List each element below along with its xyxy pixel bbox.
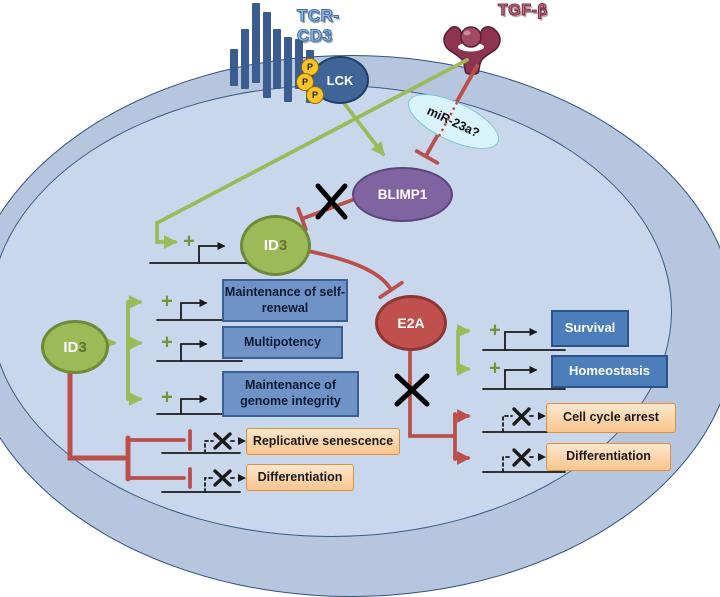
tcr-cd3-receptor-bars [230, 3, 314, 103]
plus-icon: + [489, 357, 501, 380]
blimp1-id3-blocked-x-icon [315, 183, 348, 220]
phospho-badge: P [301, 58, 319, 76]
differentiation-right-blocked-glyph [482, 448, 566, 473]
id3-label-suffix: 3 [78, 338, 87, 356]
e2a-blocked-stem [408, 343, 454, 438]
outcome-box-multipotency: Multipotency [222, 326, 343, 359]
tgf-to-id3-arrow [155, 58, 469, 249]
node-e2a: E2A [375, 295, 447, 351]
tgf-beta-receptor-icon [443, 26, 501, 75]
outcome-box-differentiation-right: Differentiation [546, 443, 671, 471]
plus-icon: + [161, 386, 173, 409]
id3-label-suffix: 3 [278, 237, 288, 254]
phospho-badge: P [306, 86, 324, 104]
activation-lines [102, 58, 471, 406]
gene-activation-glyphs [149, 241, 566, 415]
e2a-output-blocked-x-icon [394, 373, 430, 407]
id3-label-prefix: ID [263, 237, 279, 254]
outcome-box-cell-cycle-arrest: Cell cycle arrest [546, 403, 676, 433]
gene-blocked-glyphs [161, 407, 566, 493]
plus-icon: + [161, 331, 173, 354]
outcome-box-genome-integrity: Maintenance of genome integrity [222, 371, 359, 417]
blocked-x-marks [315, 183, 430, 407]
tcr-label-line1: TCR- [296, 5, 340, 25]
multipotency-gene-glyph [156, 339, 243, 362]
node-blimp1: BLIMP1 [352, 167, 453, 222]
tgf-beta-label: TGF-β [497, 1, 548, 19]
connector-layer [67, 3, 566, 493]
differentiation-left-blocked-glyph [161, 469, 246, 493]
homeostasis-gene-glyph [482, 365, 566, 390]
x-mark-icon [512, 407, 531, 426]
tcr-cd3-label: TCR- CD3 [296, 5, 340, 45]
plus-icon: + [183, 230, 195, 253]
outcome-box-differentiation-left: Differentiation [246, 464, 354, 491]
replicative-senescence-blocked-glyph [161, 432, 246, 454]
outcome-box-replicative-senescence: Replicative senescence [246, 428, 400, 455]
id3-label-prefix: ID [63, 338, 79, 356]
outcome-box-homeostasis: Homeostasis [551, 355, 668, 388]
lck-to-blimp1-arrow [338, 96, 385, 157]
x-mark-icon [213, 432, 232, 450]
outcome-box-survival: Survival [551, 310, 629, 347]
survival-gene-glyph [482, 327, 566, 351]
id3-to-e2a-inhibit [301, 248, 392, 290]
plus-icon: + [489, 319, 501, 342]
tcr-label-line2: CD3 [296, 25, 333, 45]
id3-gene-glyph [149, 241, 263, 264]
id3-left-repression-stem [67, 363, 127, 461]
x-mark-icon [213, 469, 232, 487]
outcome-box-self-renewal: Maintenance of self-renewal [222, 279, 348, 322]
inhibition-lines [67, 64, 479, 489]
plus-icon: + [161, 290, 173, 313]
x-mark-icon [512, 448, 531, 467]
blimp1-to-id3-inhibit [302, 197, 357, 220]
